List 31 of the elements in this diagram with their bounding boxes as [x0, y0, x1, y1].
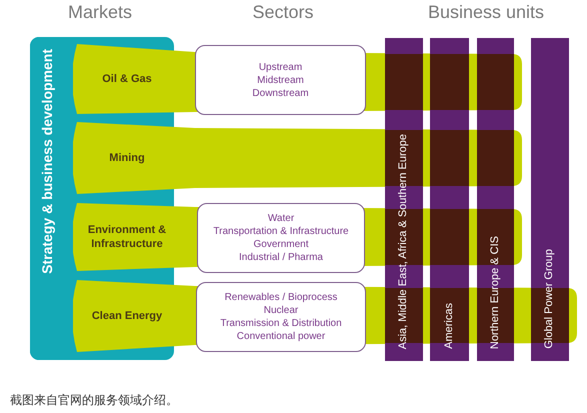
sector-item: Industrial / Pharma — [239, 251, 323, 264]
sector-item: Nuclear — [264, 304, 298, 317]
column-heading: Sectors — [252, 2, 314, 23]
market-label: Oil & Gas — [101, 72, 153, 86]
sector-item: Transportation & Infrastructure — [213, 225, 349, 238]
market-label: Mining — [108, 151, 146, 165]
business-unit-bar — [477, 38, 514, 361]
business-unit-label: Americas — [442, 303, 454, 349]
business-unit-label: Northern Europe & CIS — [488, 236, 500, 349]
sector-item: Renewables / Bioprocess — [224, 291, 338, 304]
sector-item: Conventional power — [236, 330, 326, 343]
business-unit-bar — [531, 38, 569, 361]
sector-item: Water — [268, 212, 294, 225]
panel-title: Strategy & business development — [39, 49, 55, 274]
caption: 截图来自官网的服务领域介绍。 — [10, 392, 178, 409]
business-unit-label: Global Power Group — [543, 249, 555, 349]
sector-item: Government — [253, 238, 309, 251]
sector-item: Midstream — [257, 74, 304, 86]
sector-item: Upstream — [258, 60, 302, 74]
business-unit-bar — [385, 38, 423, 361]
column-heading: Markets — [68, 2, 132, 23]
market-label: Environment & Infrastructure — [86, 223, 168, 251]
business-unit-label: Asia, Middle East, Africa & Southern Europe — [397, 134, 409, 349]
market-label: Clean Energy — [90, 309, 164, 323]
column-heading: Business units — [428, 2, 544, 23]
sector-box — [195, 45, 366, 115]
sector-box — [197, 203, 365, 273]
sector-item: Transmission & Distribution — [220, 317, 342, 330]
business-unit-bar — [430, 38, 469, 361]
sector-item: Downstream — [252, 86, 309, 100]
sector-box — [196, 282, 366, 352]
